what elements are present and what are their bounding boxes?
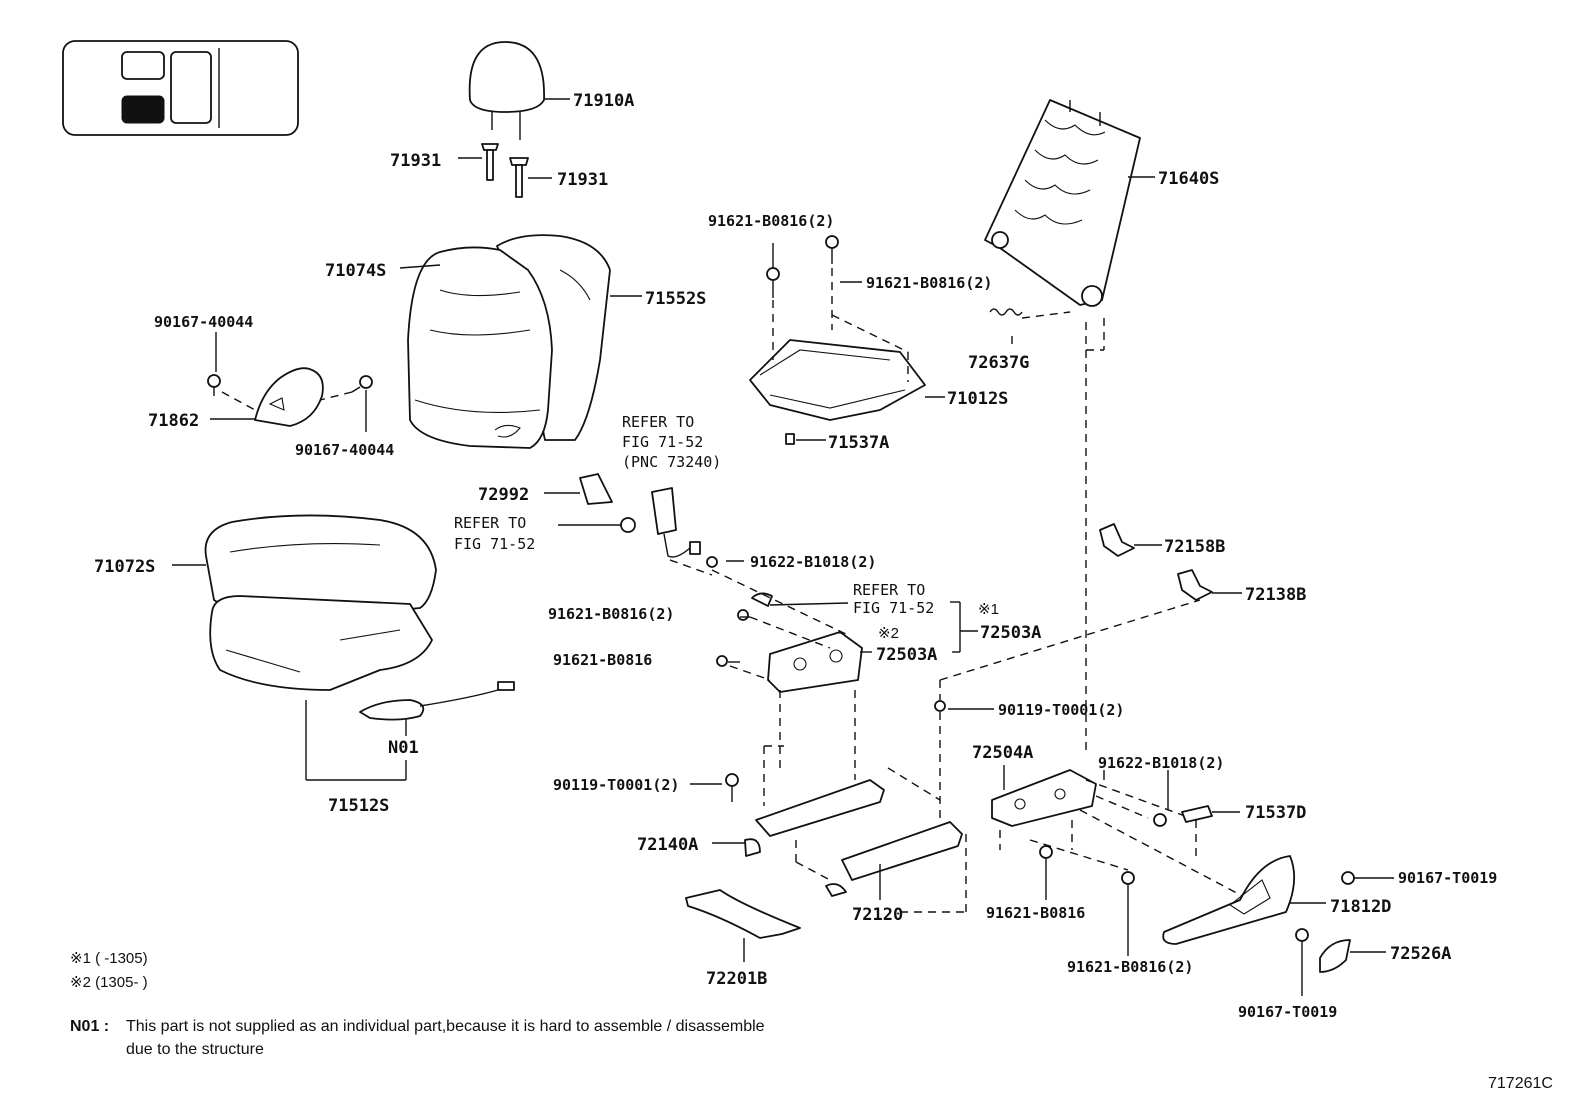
- label-91621-B0816: 91621-B0816: [553, 651, 652, 669]
- footnote-2: ※2 (1305- ): [70, 974, 148, 991]
- label-72158B: 72158B: [1164, 537, 1225, 557]
- footnote-n01-line2: due to the structure: [126, 1041, 264, 1058]
- label-71537D: 71537D: [1245, 803, 1306, 823]
- cover-71537D-illustration: [1181, 805, 1213, 823]
- label-91622-B1018-2: 91622-B1018(2): [1098, 754, 1224, 772]
- label-71862: 71862: [148, 411, 199, 431]
- seatback-frame-illustration: [984, 99, 1141, 307]
- label-90119-T0001-2: 90119-T0001(2): [998, 701, 1124, 719]
- label-71812D: 71812D: [1330, 897, 1391, 917]
- label-72503A: 72503A: [876, 645, 937, 665]
- refer-figure-text: FIG 71-52: [853, 599, 934, 617]
- refer-figure-text: FIG 71-52: [622, 433, 703, 451]
- spring-72637G-illustration: [989, 308, 1023, 316]
- label-90167-T0019: 90167-T0019: [1398, 869, 1497, 887]
- seat-locator-icon: [62, 40, 299, 136]
- label-91621-B0816-2: 91621-B0816(2): [548, 605, 674, 623]
- seat-cushion-illustration: [204, 514, 515, 721]
- recliner-72503A-illustration: [706, 556, 863, 693]
- footnote-n01-line1: This part is not supplied as an individu…: [126, 1018, 765, 1035]
- refer-pnc-text: (PNC 73240): [622, 453, 721, 471]
- locator-highlight: [121, 95, 165, 124]
- label-N01: N01: [388, 738, 419, 758]
- knob-72526A-illustration: [1319, 939, 1351, 973]
- label-72504A: 72504A: [972, 743, 1033, 763]
- seatbelt-buckle-illustration: [620, 487, 701, 558]
- label-71931: 71931: [557, 170, 608, 190]
- refer-to-text: REFER TO: [622, 413, 694, 431]
- recliner-72504A-illustration: [991, 769, 1097, 827]
- label-91622-B1018-2: 91622-B1018(2): [750, 553, 876, 571]
- diagram-code: 717261C: [1488, 1075, 1553, 1092]
- seatback-cover-illustration: [407, 234, 611, 449]
- label-71074S: 71074S: [325, 261, 386, 281]
- cover-72138B-illustration: [1177, 569, 1213, 601]
- label-72503A: 72503A: [980, 623, 1041, 643]
- label-91621-B0816-2: 91621-B0816(2): [1067, 958, 1193, 976]
- wire-72201B-illustration: [685, 889, 801, 939]
- note-mark-1: ※1: [978, 601, 999, 618]
- refer-figure-text: FIG 71-52: [454, 535, 535, 553]
- footnote-n01-code: N01 :: [70, 1018, 109, 1035]
- seat-track-72140A-illustration: [725, 773, 885, 857]
- cover-72158B-illustration: [1099, 523, 1135, 557]
- seat-track-72120-illustration: [825, 821, 963, 897]
- label-91621-B0816-2: 91621-B0816(2): [708, 212, 834, 230]
- label-71931: 71931: [390, 151, 441, 171]
- footnote-1: ※1 ( -1305): [70, 950, 148, 967]
- label-90167-40044: 90167-40044: [295, 441, 394, 459]
- refer-to-text: REFER TO: [454, 514, 526, 532]
- shield-71812D-illustration: [1162, 855, 1296, 945]
- label-90119-T0001-2: 90119-T0001(2): [553, 776, 679, 794]
- label-72201B: 72201B: [706, 969, 767, 989]
- label-72120: 72120: [852, 905, 903, 925]
- label-71512S: 71512S: [328, 796, 389, 816]
- label-72526A: 72526A: [1390, 944, 1451, 964]
- seat-frame-illustration: [749, 235, 926, 445]
- label-90167-40044: 90167-40044: [154, 313, 253, 331]
- label-90167-T0019: 90167-T0019: [1238, 1003, 1337, 1021]
- label-71910A: 71910A: [573, 91, 634, 111]
- refer-to-text: REFER TO: [853, 581, 925, 599]
- label-71552S: 71552S: [645, 289, 706, 309]
- label-71012S: 71012S: [947, 389, 1008, 409]
- label-72140A: 72140A: [637, 835, 698, 855]
- label-71640S: 71640S: [1158, 169, 1219, 189]
- label-72637G: 72637G: [968, 353, 1029, 373]
- cover-72992-illustration: [579, 473, 613, 505]
- side-cover-71862-illustration: [207, 367, 373, 427]
- note-mark-2: ※2: [878, 625, 899, 642]
- label-72992: 72992: [478, 485, 529, 505]
- label-71537A: 71537A: [828, 433, 889, 453]
- label-71072S: 71072S: [94, 557, 155, 577]
- label-91621-B0816: 91621-B0816: [986, 904, 1085, 922]
- headrest-illustration: [468, 41, 545, 198]
- label-91621-B0816-2: 91621-B0816(2): [866, 274, 992, 292]
- label-72138B: 72138B: [1245, 585, 1306, 605]
